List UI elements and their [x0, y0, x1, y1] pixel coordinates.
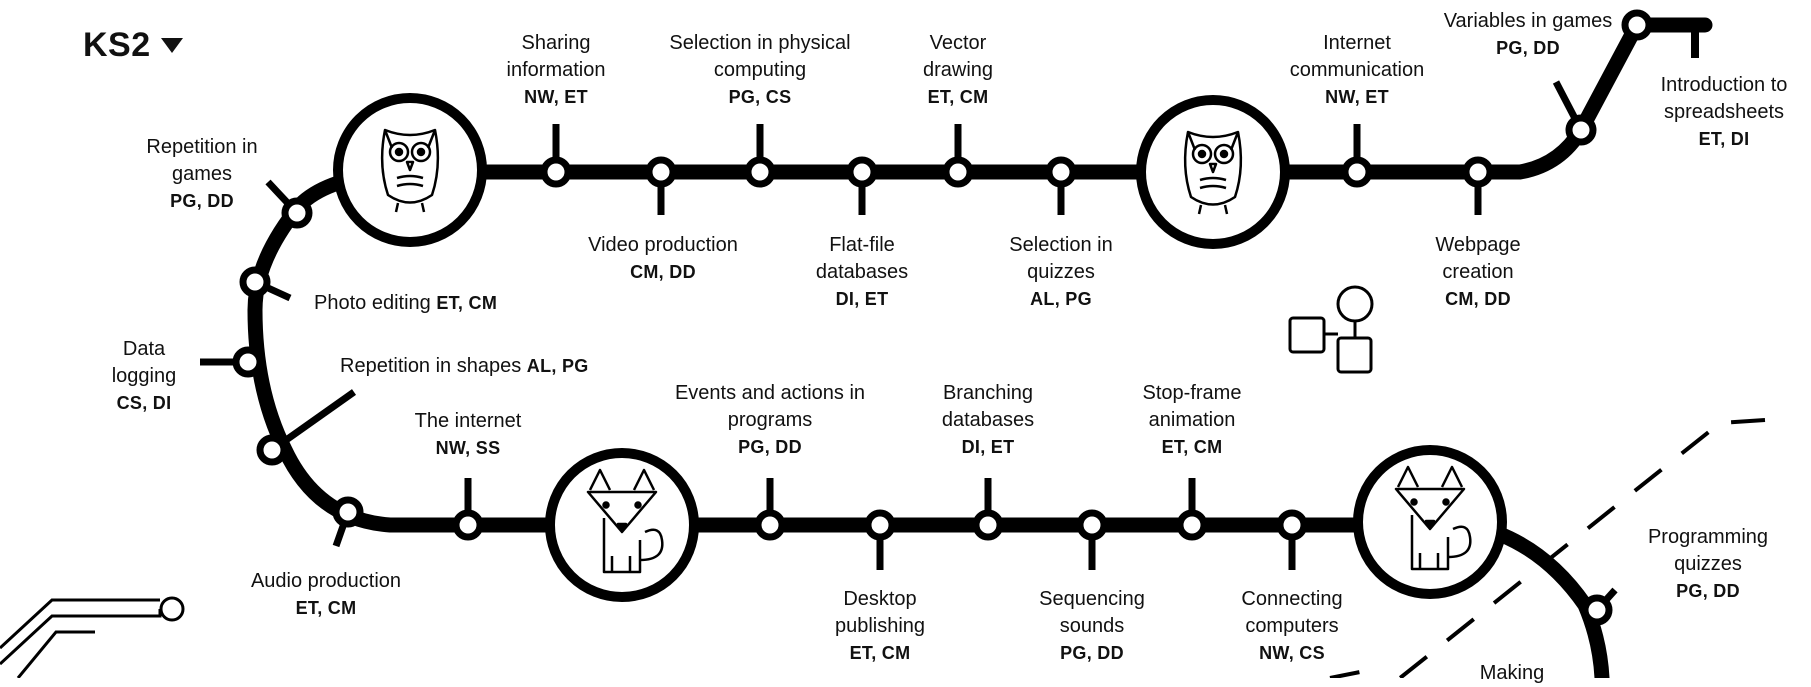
- station-vector-drawing: [942, 156, 974, 188]
- track-line: [247, 17, 1713, 678]
- station-branching-databases: [972, 509, 1004, 541]
- fox-icon: [1353, 445, 1507, 599]
- station-sharing-information: [540, 156, 572, 188]
- unit-label: Variables in games PG, DD: [1443, 10, 1613, 58]
- station-the-internet: [452, 509, 484, 541]
- station-webpage-creation: [1462, 156, 1494, 188]
- fox-icon: [545, 448, 699, 602]
- unit-label: Making: [1479, 662, 1545, 684]
- key-stage-dropdown[interactable]: KS2: [83, 26, 183, 65]
- station-sequencing-sounds: [1076, 509, 1108, 541]
- station-programming-quizzes: [1581, 594, 1613, 626]
- station-connecting-computers: [1276, 509, 1308, 541]
- station-repetition-shapes: [256, 434, 288, 466]
- station-selection-quizzes: [1045, 156, 1077, 188]
- unit-label: Photo editing ET, CM: [314, 292, 498, 314]
- station-flat-file: [846, 156, 878, 188]
- flowchart-icon: [1288, 285, 1374, 374]
- station-selection-physical: [744, 156, 776, 188]
- station-stop-frame: [1176, 509, 1208, 541]
- station-data-logging: [232, 346, 264, 378]
- key-stage-label: KS2: [83, 26, 151, 64]
- station-variables-games: [1621, 9, 1653, 41]
- station-audio-production: [332, 496, 364, 528]
- station-introduction-spreadsheets: [1565, 114, 1597, 146]
- station-video-production: [645, 156, 677, 188]
- chevron-down-icon: [160, 38, 183, 53]
- station-internet-communication: [1341, 156, 1373, 188]
- circuit-icon: [0, 596, 185, 678]
- unit-label: Repetition in shapes AL, PG: [340, 355, 589, 377]
- stations: [232, 9, 1653, 626]
- owl-icon: [1136, 95, 1290, 249]
- station-photo-editing: [239, 266, 271, 298]
- station-desktop-publishing: [864, 509, 896, 541]
- dashed-boundary: [1398, 418, 1766, 678]
- owl-icon: [333, 93, 487, 247]
- station-events-actions: [754, 509, 786, 541]
- station-repetition-games: [281, 197, 313, 229]
